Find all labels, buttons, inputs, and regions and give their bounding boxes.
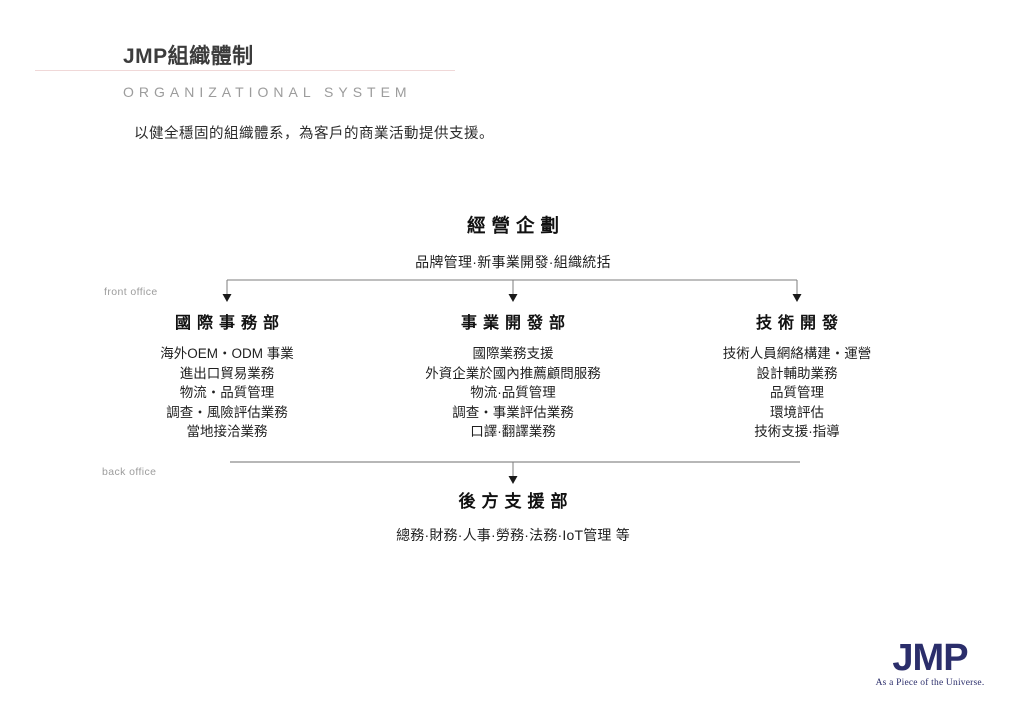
dept-item: 調查・風險評估業務 <box>166 404 288 420</box>
arrowhead-right <box>792 294 802 302</box>
dept-technology-development: 技術開發 技術人員網絡構建・運營 設計輔助業務 品質管理 環境評估 技術支援·指… <box>647 309 947 442</box>
front-office-label: front office <box>104 286 158 298</box>
dept-item: 當地接洽業務 <box>186 424 268 439</box>
root-node-management-planning: 經營企劃 品牌管理·新事業開發·組織統括 <box>363 212 663 272</box>
dept-item-line: 總務·財務·人事·勞務·法務·IoT管理 等 <box>396 527 630 543</box>
dept-title: 技術開發 <box>755 315 844 332</box>
dept-title: 國際事務部 <box>174 315 285 332</box>
root-node-title: 經營企劃 <box>466 215 565 236</box>
dept-item: 技術人員網絡構建・運營 <box>722 346 872 361</box>
dept-item-list: 國際業務支援 外資企業於國內推薦顧問服務 物流·品質管理 調查・事業評估業務 口… <box>363 344 663 442</box>
root-node-subtitle: 品牌管理·新事業開發·組織統括 <box>415 254 611 270</box>
dept-back-support: 後方支援部 總務·財務·人事·勞務·法務·IoT管理 等 <box>363 487 663 545</box>
dept-international-affairs: 國際事務部 海外OEM・ODM 事業 進出口貿易業務 物流・品質管理 調查・風險… <box>77 309 377 442</box>
arrowhead-left <box>222 294 232 302</box>
dept-item: 進出口貿易業務 <box>179 365 275 381</box>
dept-item-list: 技術人員網絡構建・運營 設計輔助業務 品質管理 環境評估 技術支援·指導 <box>647 344 947 442</box>
jmp-logo-text: JMP <box>892 637 968 679</box>
page-subtitle: ORGANIZATIONAL SYSTEM <box>123 84 412 100</box>
jmp-logo-tagline: As a Piece of the Universe. <box>875 678 985 688</box>
dept-item-list: 海外OEM・ODM 事業 進出口貿易業務 物流・品質管理 調查・風險評估業務 當… <box>77 344 377 442</box>
dept-item: 國際業務支援 <box>472 346 554 361</box>
back-office-label: back office <box>102 466 157 478</box>
dept-business-development: 事業開發部 國際業務支援 外資企業於國內推薦顧問服務 物流·品質管理 調查・事業… <box>363 309 663 442</box>
dept-title: 事業開發部 <box>460 315 571 332</box>
dept-title: 後方支援部 <box>458 492 574 511</box>
title-underline <box>35 70 455 71</box>
page-description: 以健全穩固的組織體系，為客戶的商業活動提供支援。 <box>134 126 494 142</box>
dept-item: 海外OEM・ODM 事業 <box>160 346 294 361</box>
arrowhead-back <box>508 476 518 484</box>
arrowhead-center <box>508 294 518 302</box>
dept-item: 物流・品質管理 <box>179 385 275 400</box>
dept-item: 口譯·翻譯業務 <box>470 424 556 439</box>
page-title: JMP組織體制 <box>123 45 254 68</box>
dept-item: 設計輔助業務 <box>756 365 838 381</box>
dept-item: 調查・事業評估業務 <box>452 404 574 420</box>
jmp-logo: JMP As a Piece of the Universe. <box>870 638 990 688</box>
dept-item: 技術支援·指導 <box>754 424 840 439</box>
dept-item: 品質管理 <box>770 385 824 400</box>
dept-item: 環境評估 <box>770 404 824 420</box>
dept-item: 外資企業於國內推薦顧問服務 <box>425 365 601 381</box>
dept-item: 物流·品質管理 <box>470 385 556 400</box>
